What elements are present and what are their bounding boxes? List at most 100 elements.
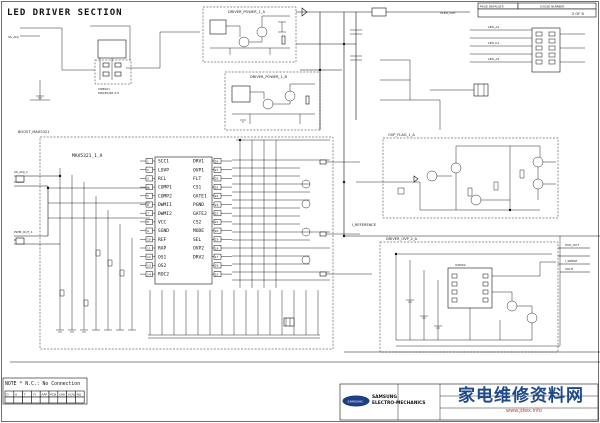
ic-pin-box — [145, 236, 153, 243]
watermark-text: 家电维修资料网 — [458, 385, 584, 406]
ic-pin-number: 1 — [147, 159, 149, 163]
ic-pin-number: 12 — [147, 255, 151, 259]
svg-text:MOLEX/4P 2.5: MOLEX/4P 2.5 — [98, 91, 119, 95]
company-line2: ELECTRO-MECHANICS — [372, 400, 425, 406]
ic-pin-name: DRV2 — [193, 254, 204, 260]
ic-pin-number: 22 — [215, 212, 219, 216]
samsung-logo-text: SAMSUNG — [348, 400, 364, 404]
samsung-logo — [342, 395, 370, 407]
ovp-flag-block: OVP_FLAG_1_A — [356, 133, 559, 219]
ic-pin-name: OS1 — [158, 254, 167, 260]
note-table-header: SCALE — [68, 393, 78, 397]
note-table-cell — [57, 396, 67, 404]
passive-row — [148, 290, 320, 339]
ic-pin-box — [145, 253, 153, 260]
boost-section-label: BOOST_MAX5321 — [18, 130, 50, 134]
note-table-header: NO — [77, 393, 82, 397]
output-connector: LED_A1 LED_K1 LED_A2 — [380, 25, 585, 130]
driver-ovp-block: DRIVER_OVP_2_A IC8002 — [379, 236, 561, 353]
ic-pin-name: OVP1 — [193, 167, 204, 173]
watermark-sub: www.jdwx.info — [506, 408, 542, 414]
conn-left-3: PWM_OUT_1 — [14, 230, 33, 234]
conn-left-0: SS_ADJ_1 — [14, 170, 28, 174]
note-text: NOTE * N.C.: No Connection — [5, 381, 80, 387]
company-line1: SAMSUNG — [372, 394, 397, 400]
driver-ovp-label: DRIVER_OVP_2_A — [386, 237, 418, 241]
svg-text:SS_ADJ: SS_ADJ — [8, 35, 19, 39]
ic-pin-number: 14 — [147, 272, 151, 276]
ic-pin-name: GATE2 — [193, 211, 207, 217]
conn-right-0: LED_A1 — [488, 25, 499, 29]
regulator-circuit: CN8001 MOLEX/4P 2.5 SS_ADJ — [8, 25, 200, 101]
ic-pin-number: 26 — [215, 177, 219, 181]
ic-pin-name: FLT — [193, 176, 202, 182]
ic-pin-number: 28 — [215, 159, 219, 163]
right-edge-connectors: OVP_OUT I_SENSE VOUT — [558, 243, 590, 273]
ic-pin-number: 4 — [147, 185, 149, 189]
ic-pin-name: LOVP — [158, 167, 169, 173]
ic-pin-name: GATE1 — [193, 193, 207, 199]
left-wiring: SS_ADJ_1 VLED1 PWM_OUT_1 DIM_A — [14, 168, 150, 333]
note-table-cell — [22, 396, 32, 404]
conn-right-5: I_SENSE — [565, 259, 577, 263]
ic-pin-box — [213, 253, 222, 260]
ic-pin-number: 8 — [147, 220, 149, 224]
note-table-cell — [4, 396, 15, 404]
ic-pin-box — [213, 166, 222, 173]
ic-pin-number: 27 — [215, 168, 219, 172]
conn-right-1: LED_K1 — [488, 41, 499, 45]
i-reference-label: I_REFERENCE — [352, 223, 377, 227]
note-table-cell — [48, 396, 59, 404]
note-table-cell — [31, 396, 41, 404]
ic-pin-box — [145, 262, 153, 269]
ic-pin-number: 5 — [147, 194, 149, 198]
header-left: PAGE DEFAULTS — [480, 5, 504, 9]
ic-pin-box — [213, 192, 222, 199]
note-table-header: D — [6, 393, 9, 397]
ic-pin-name: DRV1 — [193, 159, 204, 165]
ic-pin-name: ROC2 — [158, 272, 169, 278]
note-table-cell — [39, 396, 50, 404]
ic-pin-number: 24 — [215, 194, 219, 198]
ic-pin-number: 7 — [147, 212, 149, 216]
watermark: 家电维修资料网 www.jdwx.info — [458, 385, 584, 414]
ic-name-label: MAX5321_1_A — [72, 153, 103, 159]
ic-pin-name: COMP2 — [158, 193, 172, 199]
conn-right-2: LED_A2 — [488, 57, 499, 61]
ic-pin-number: 11 — [147, 246, 151, 250]
max5321-ic — [154, 156, 213, 285]
ic-pin-name: VCC — [158, 220, 167, 226]
svg-text:CN8001: CN8001 — [98, 87, 110, 91]
driver-power-1a-block: DRIVER_POWER_1_A — [202, 6, 297, 63]
ic-pin-box — [213, 245, 222, 251]
right-wiring — [232, 139, 372, 288]
ic-pin-number: 17 — [215, 255, 219, 259]
ic-pin-number: 10 — [147, 238, 151, 242]
note-table-header: PCB — [50, 393, 56, 397]
svg-text:VLED_OUT: VLED_OUT — [440, 11, 456, 15]
ground-rail — [10, 351, 600, 363]
note-table-header: APP — [41, 393, 47, 397]
ic-pin-box — [213, 219, 222, 225]
ic-pin-number: 16 — [215, 264, 219, 268]
ic-pin-name: PGND — [193, 202, 204, 208]
header-cells: PAGE DEFAULTS CAUSE NUMBER 2 OF 6 — [477, 2, 597, 18]
ic-pin-name: DWMI2 — [158, 211, 172, 217]
ic-pin-box — [213, 175, 222, 182]
ic-pin-number: 19 — [215, 238, 219, 242]
ic-pin-number: 15 — [215, 272, 219, 276]
ic-pin-box — [145, 271, 153, 277]
ic-pin-name: SEL — [193, 237, 202, 243]
ic-pin-name: COMP1 — [158, 185, 172, 191]
note-table-header: T — [23, 393, 26, 397]
ic-pin-box — [145, 219, 153, 225]
ic-pin-box — [213, 201, 222, 208]
title-block: SAMSUNG SAMSUNG ELECTRO-MECHANICS — [339, 383, 599, 421]
conn-right-6: VOUT — [565, 267, 574, 271]
ic-pin-name: OS2 — [158, 263, 167, 269]
page-label: 2 OF 6 — [572, 12, 584, 16]
ic-pin-name: CS1 — [193, 185, 202, 191]
